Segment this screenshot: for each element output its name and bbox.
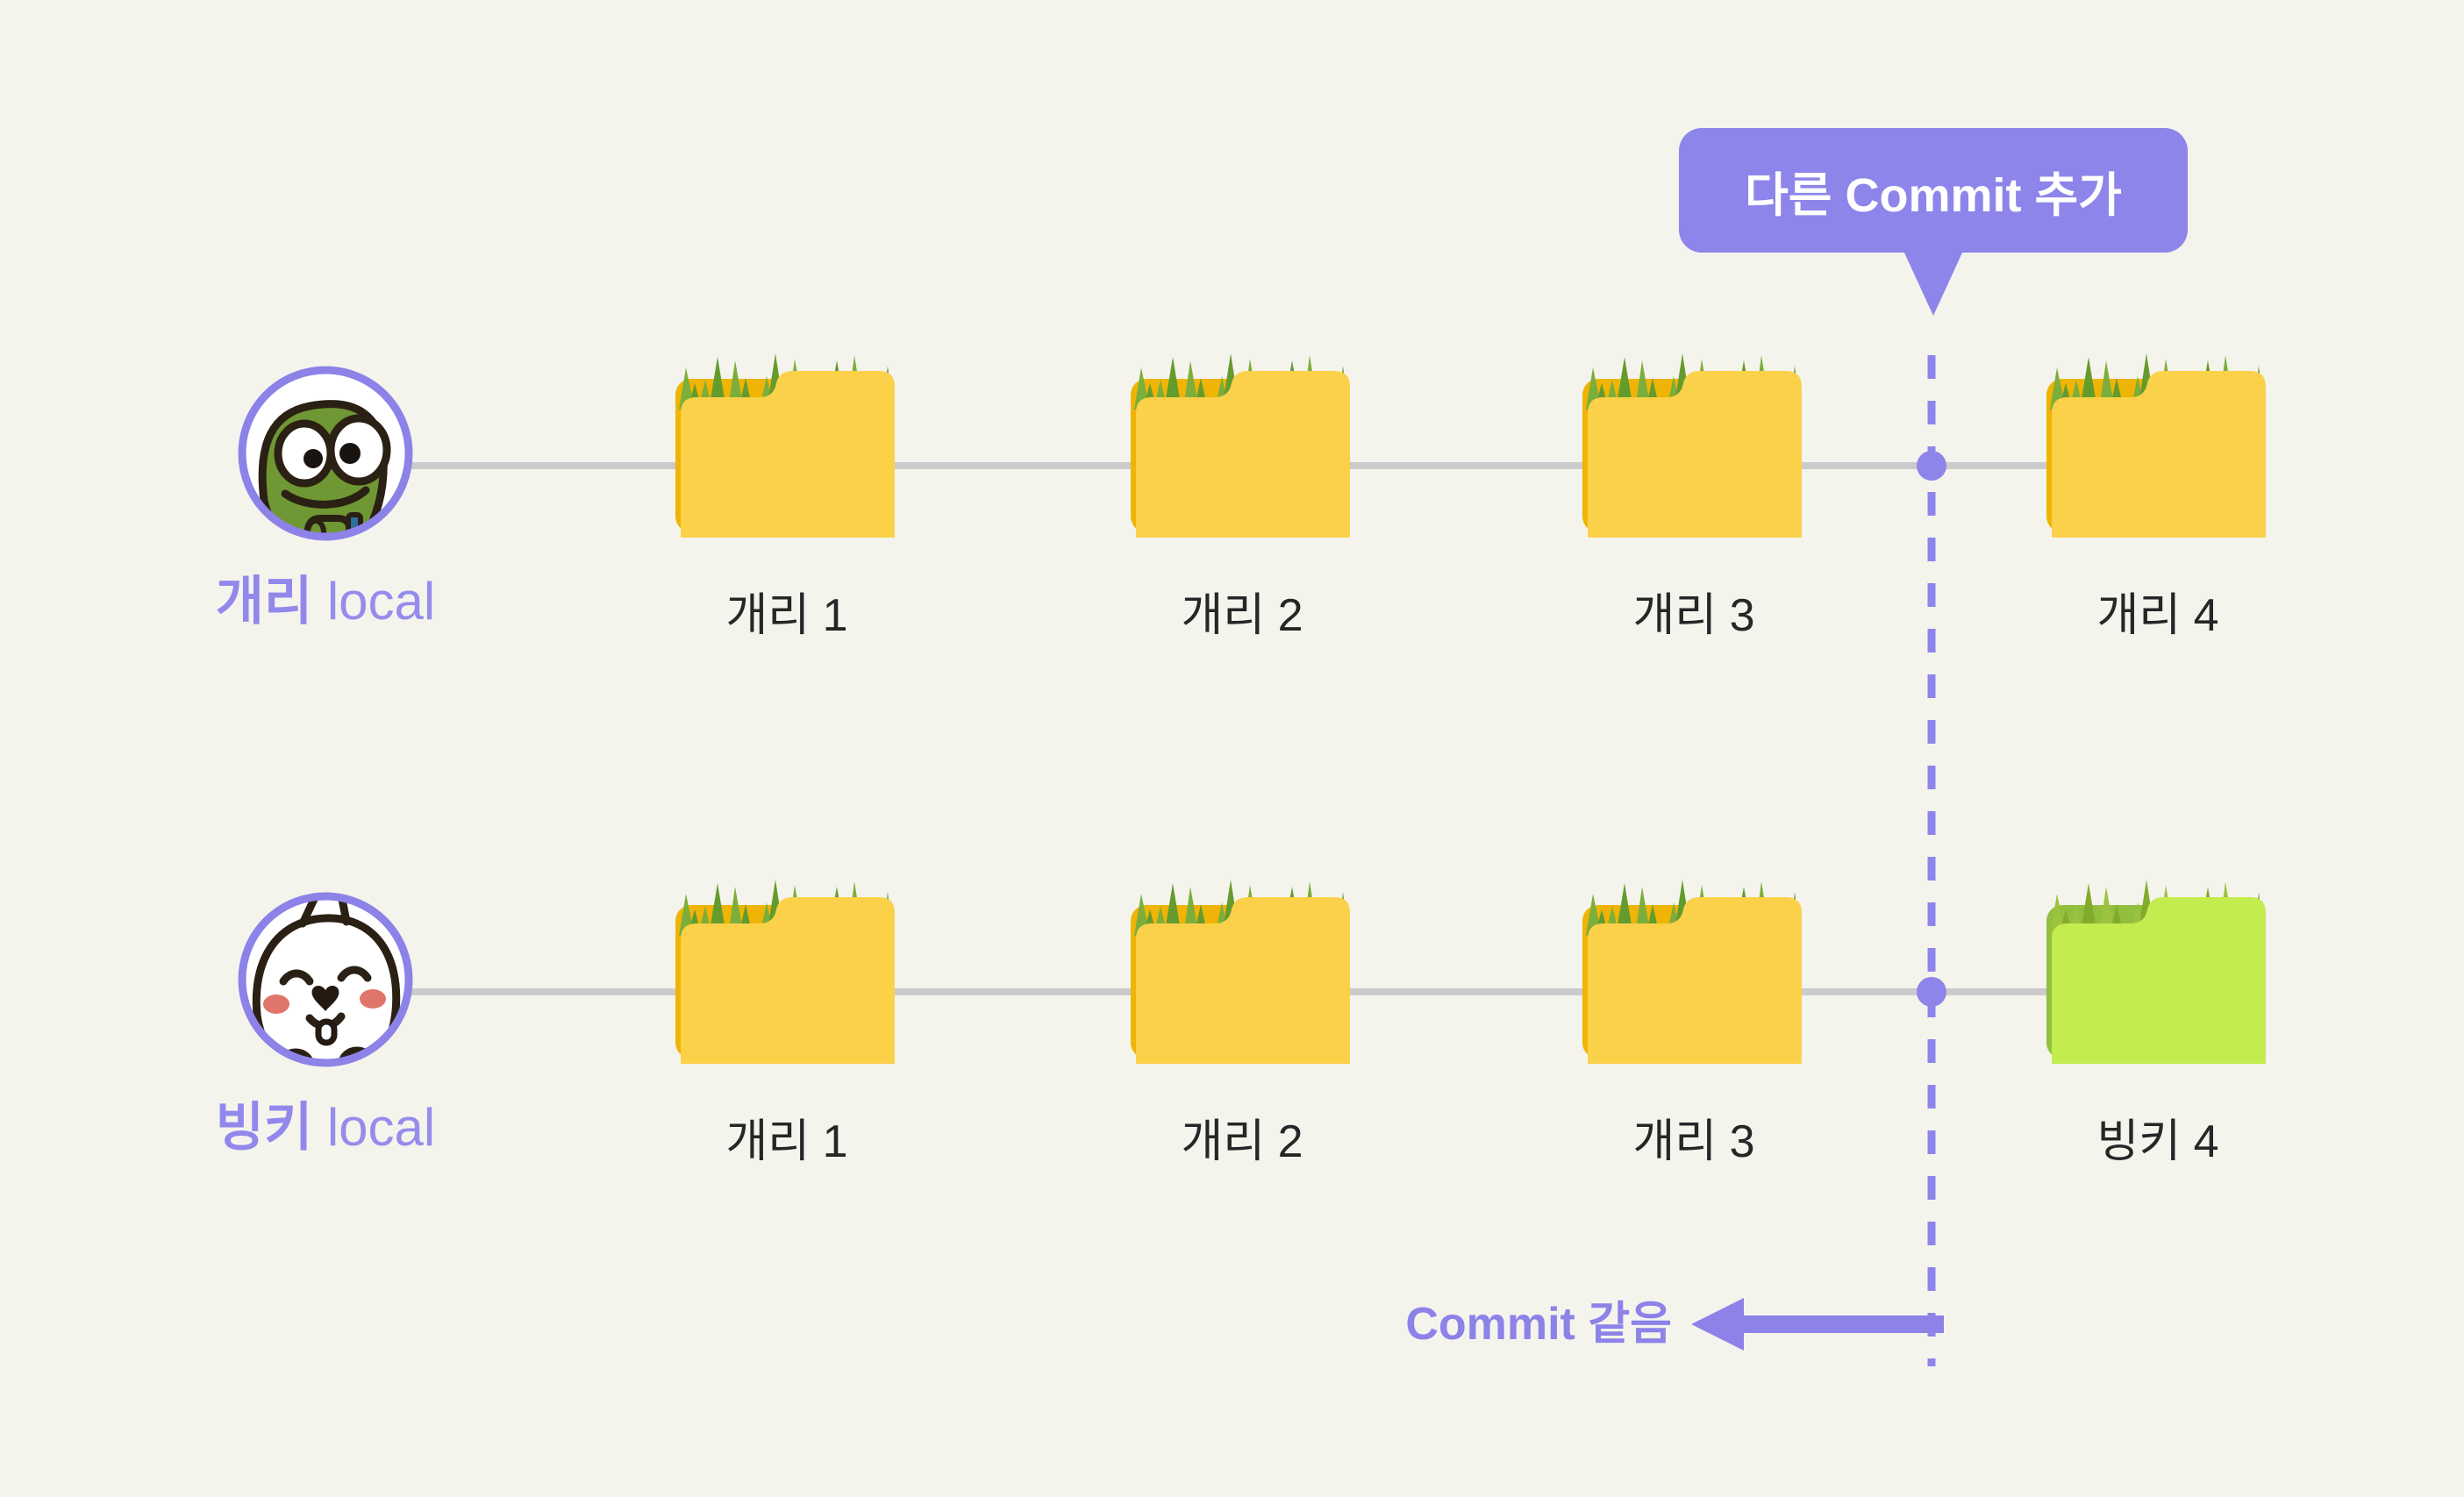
commit-label: 개리 3 [1632,590,1755,641]
avatar-ring [238,366,413,541]
grass-folder-icon [1131,880,1353,1066]
commit-label: 개리 2 [1181,1116,1303,1167]
row2-caption-name: 빙키 [215,1098,313,1157]
grass-folder-icon [2046,353,2269,539]
commit-dot-row2 [1917,977,1946,1007]
rabbit-blush-left [263,994,289,1014]
commit-node: 개리 4 [2046,353,2269,641]
speech-bubble-label: 다른 Commit 추가 [1745,168,2122,222]
grass-folder-icon [1131,353,1353,539]
commit-label: 개리 1 [725,590,848,641]
commit-node: 개리 3 [1582,353,1805,641]
rabbit-nose [311,985,339,1011]
rabbit-eye-left [279,969,314,986]
rabbit-tongue [315,1018,338,1046]
commit-node: 개리 1 [675,353,898,641]
left-arrow [1691,1298,1944,1351]
row2-caption-suffix: local [326,1098,436,1157]
row1-caption-suffix: local [326,572,436,631]
commit-node: 개리 2 [1131,353,1353,641]
commit-label: 빙키 4 [2096,1116,2219,1167]
rabbit-blush-right [360,989,386,1009]
frog-smile [281,486,370,509]
frog-eye-left [274,419,335,488]
commit-node: 빙키 4 [2046,880,2269,1167]
row2-caption: 빙키 local [45,1094,606,1161]
commit-node: 개리 1 [675,880,898,1167]
rabbit-ear-right [336,895,351,926]
grass-folder-icon [675,880,898,1066]
rabbit-eye-right [337,966,372,982]
row1-caption-name: 개리 [215,572,313,631]
grass-folder-icon-green [2046,880,2269,1066]
commit-label: 개리 3 [1632,1116,1755,1167]
rabbit-avatar [238,892,413,1067]
avatar-ring [238,892,413,1067]
arrow-head [1691,1298,1744,1351]
commit-label: 개리 4 [2096,590,2219,641]
grass-folder-icon [1582,880,1805,1066]
row1-caption: 개리 local [45,568,606,635]
speech-bubble: 다른 Commit 추가 [1679,128,2188,316]
commit-same-note: Commit 같음 [1405,1299,1672,1350]
frog-avatar [238,366,413,541]
commit-dot-row1 [1917,451,1946,481]
grass-folder-icon [1582,353,1805,539]
grass-folder-icon [675,353,898,539]
commit-node: 개리 2 [1131,880,1353,1167]
commit-label: 개리 2 [1181,590,1303,641]
commit-label: 개리 1 [725,1116,848,1167]
commit-node: 개리 3 [1582,880,1805,1167]
